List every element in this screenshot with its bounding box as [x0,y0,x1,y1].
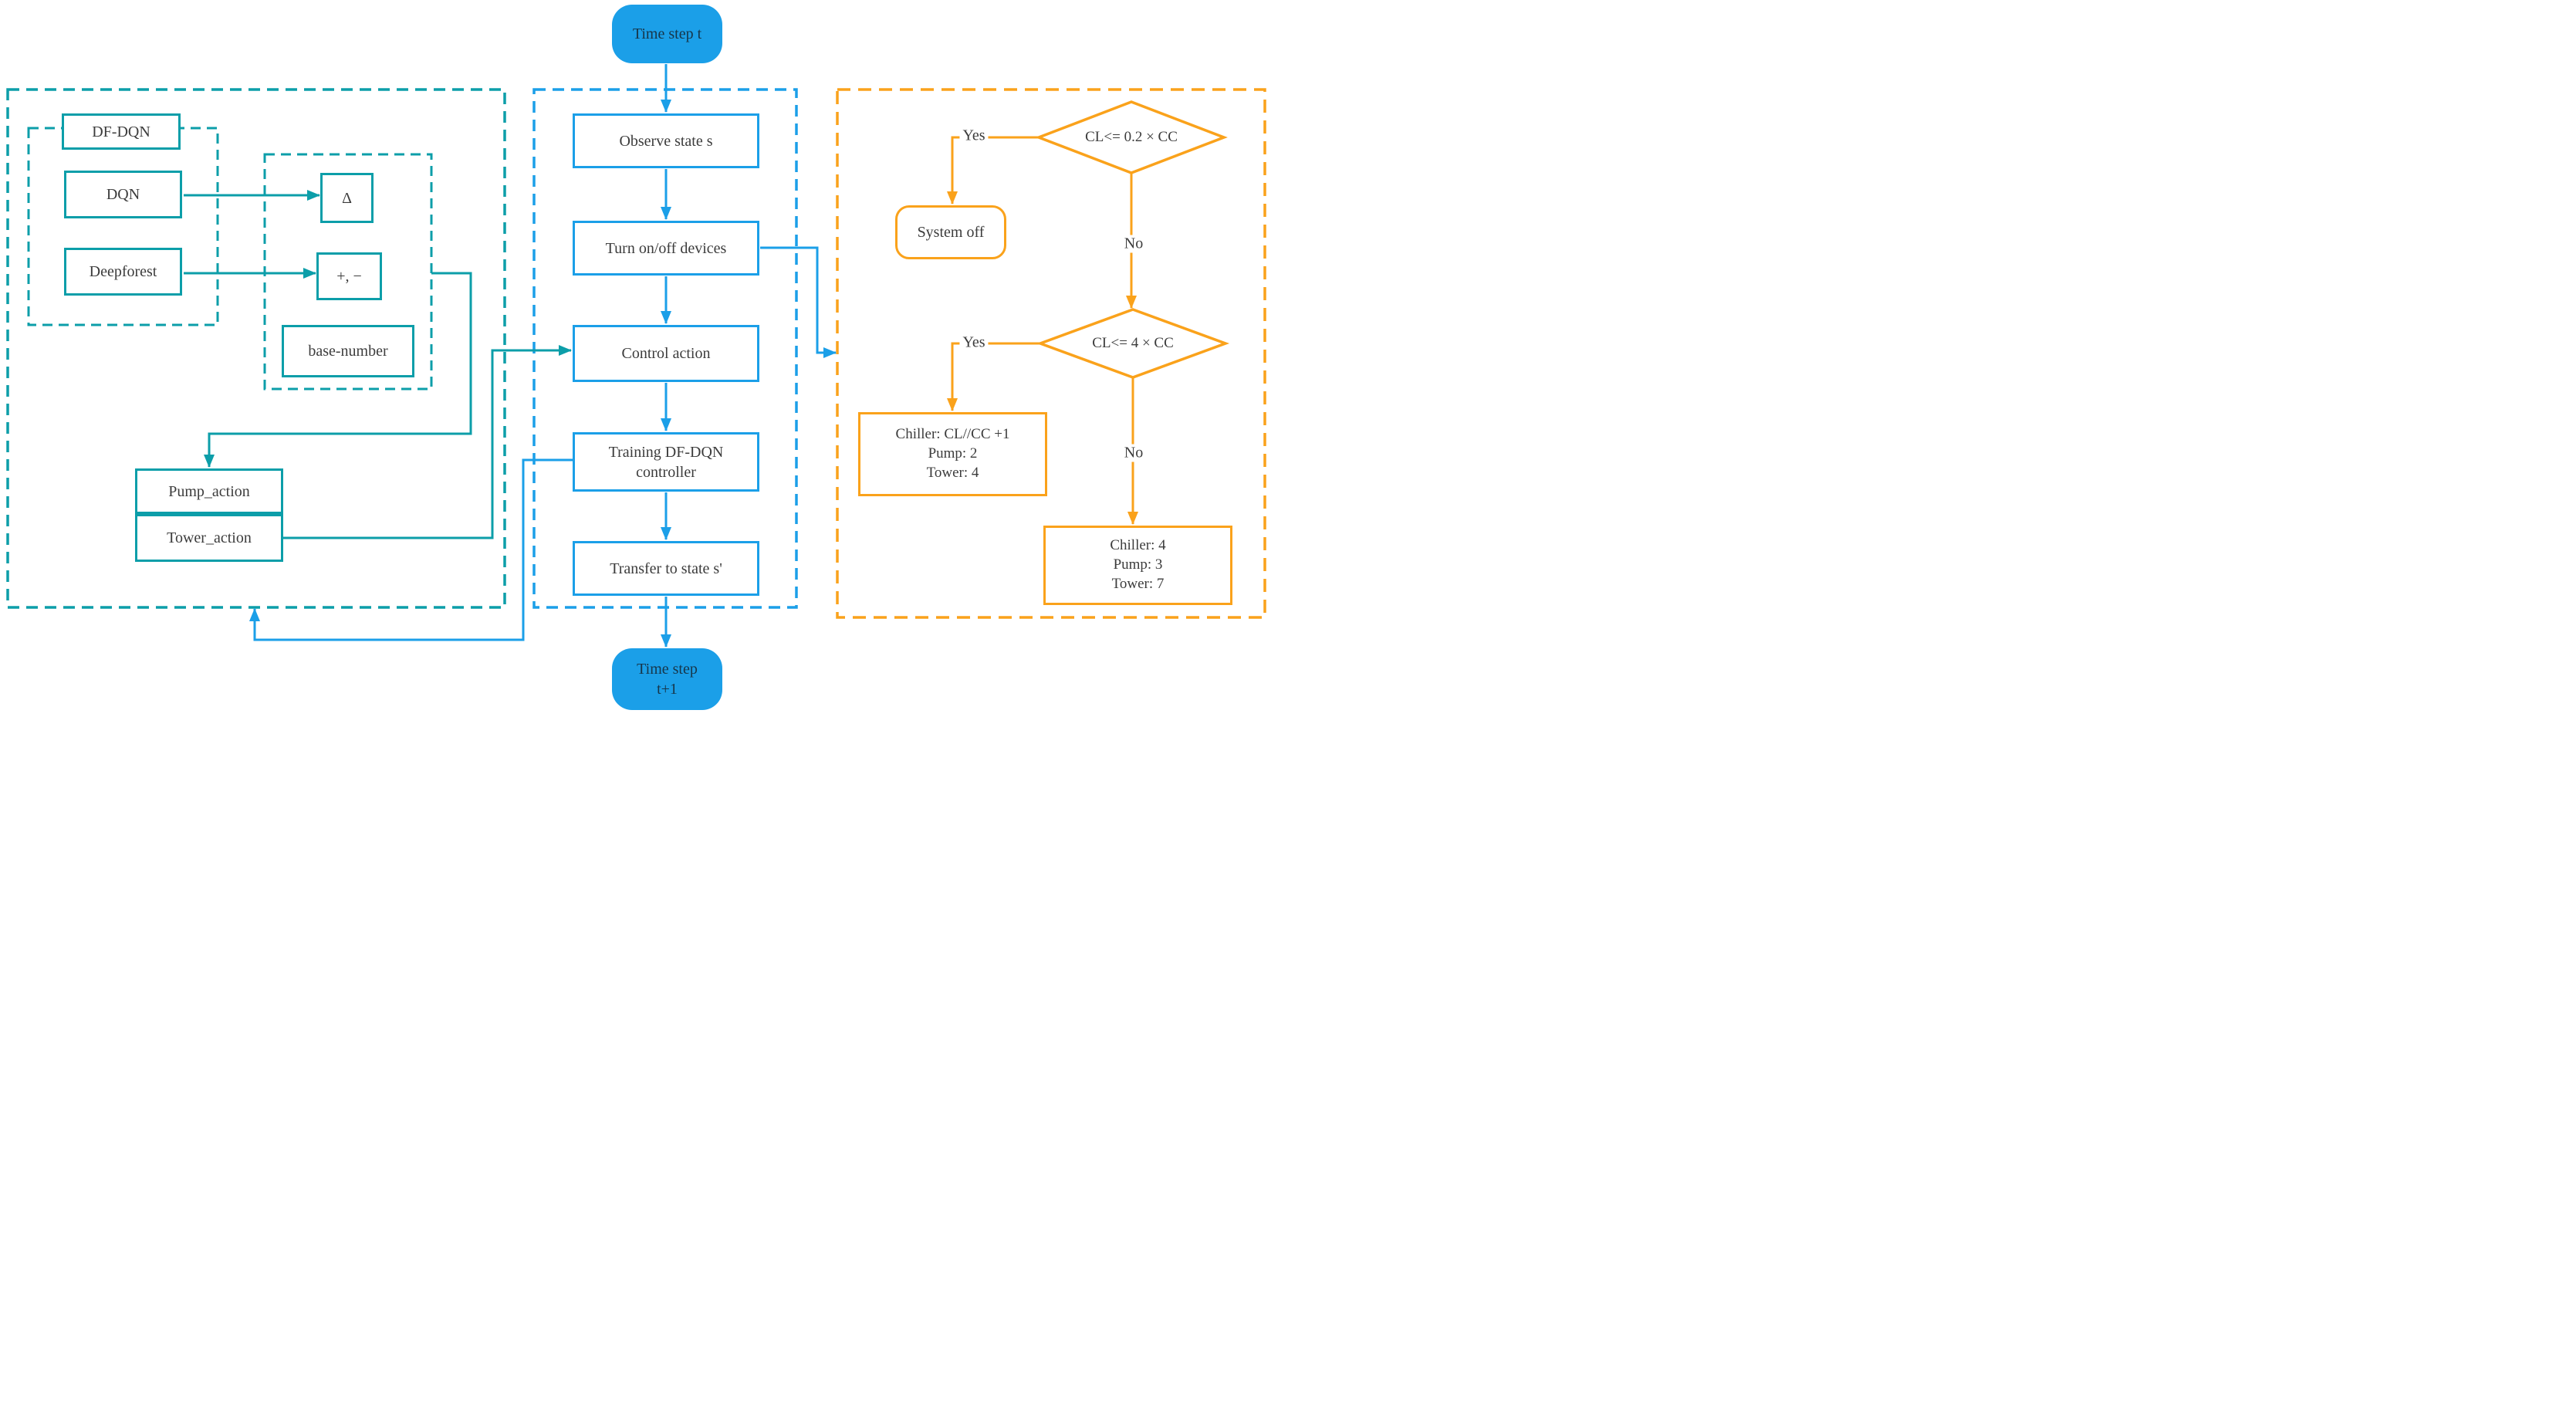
dqn-node: DQN [64,171,182,218]
time-step-t1-label-line1: Time step [637,661,698,678]
chiller-full-line3: Tower: 7 [1111,575,1165,592]
deepforest-label: Deepforest [89,263,157,280]
tower-action-node: Tower_action [135,514,283,562]
dfdqn-inner-dashed-group [27,127,219,326]
turn-devices-label: Turn on/off devices [605,239,727,257]
training-controller-label-line1: Training DF-DQN [608,443,724,461]
edge-tower-action-to-control-action [283,345,572,539]
time-step-t-label: Time step t [632,25,702,42]
base-number-label: base-number [308,343,388,360]
edge-label-no-mid: No [1121,444,1147,462]
flowchart-canvas: Time step t Time step t+1 DF-DQN DQN Dee… [0,0,1288,714]
chiller-full-line2: Pump: 3 [1113,556,1163,573]
chiller-full-line1: Chiller: 4 [1110,537,1166,554]
decision-cl-4cc-label: CL<= 4 × CC [1092,335,1174,351]
plus-minus-node: +, − [316,252,382,300]
edge-operators-to-pump-action [204,272,472,468]
chiller-partial-line2: Pump: 2 [928,445,978,462]
control-action-node: Control action [573,325,759,382]
edge-training-feedback-to-left-group [249,458,573,641]
dqn-label: DQN [106,186,140,203]
edge-label-no-top: No [1121,235,1147,253]
decision-cl-02cc-label: CL<= 0.2 × CC [1085,129,1178,145]
observe-state-label: Observe state s [619,132,713,150]
connector-layer [6,64,1266,648]
delta-label: Δ [342,189,352,207]
transfer-state-node: Transfer to state s' [573,541,759,596]
chiller-full-node: Chiller: 4 Pump: 3 Tower: 7 [1043,526,1232,605]
edge-label-yes-top: Yes [959,127,989,145]
system-off-label: System off [917,224,985,241]
df-dqn-label: DF-DQN [92,123,150,140]
system-off-node: System off [895,205,1006,259]
decision-cl-02cc-shape [1035,100,1228,174]
training-controller-label-line2: controller [636,463,696,481]
turn-devices-node: Turn on/off devices [573,221,759,276]
training-controller-node: Training DF-DQN controller [573,432,759,492]
plus-minus-label: +, − [336,268,362,285]
deepforest-node: Deepforest [64,248,182,296]
delta-node: Δ [320,173,374,223]
base-number-node: base-number [282,325,414,377]
time-step-t1-terminal: Time step t+1 [612,648,722,710]
edge-label-yes-mid: Yes [959,333,989,352]
chiller-partial-node: Chiller: CL//CC +1 Pump: 2 Tower: 4 [858,412,1047,496]
edge-turn-to-right-branch [760,246,837,358]
chiller-partial-line1: Chiller: CL//CC +1 [895,426,1010,443]
control-action-label: Control action [621,345,711,362]
tower-action-label: Tower_action [167,529,252,546]
time-step-t1-label-line2: t+1 [657,681,678,698]
decision-cl-4cc-shape [1036,308,1230,379]
right-dashed-group [836,88,1266,619]
operators-inner-dashed-group [263,153,433,391]
observe-state-node: Observe state s [573,113,759,168]
left-dashed-group [6,88,506,609]
pump-action-label: Pump_action [168,482,250,500]
edge-decision2-yes-to-chiller-partial [947,342,1040,411]
transfer-state-label: Transfer to state s' [610,560,722,577]
chiller-partial-line3: Tower: 4 [926,464,979,481]
time-step-t-terminal: Time step t [612,5,722,63]
df-dqn-node: DF-DQN [62,113,181,150]
edge-decision1-yes-to-system-off [947,136,1039,205]
pump-action-node: Pump_action [135,468,283,514]
